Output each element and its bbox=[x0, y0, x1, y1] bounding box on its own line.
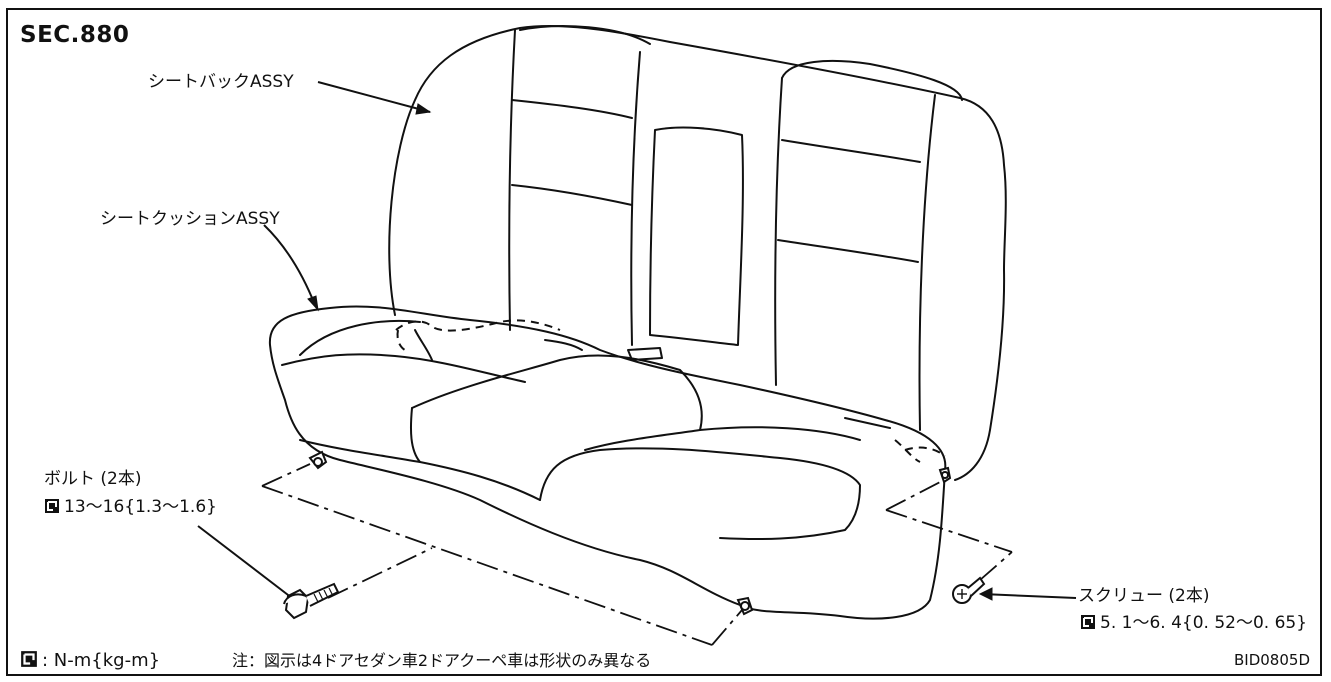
torque-units-legend: : N-m{kg-m} bbox=[20, 650, 160, 670]
figure-code: BID0805D bbox=[1234, 651, 1310, 669]
model-note: 注：図示は4ドアセダン車2ドアクーペ車は形状のみ異なる bbox=[232, 651, 652, 670]
bracket-front-right-hole bbox=[740, 601, 750, 611]
hidden-hook-right-2 bbox=[904, 446, 946, 457]
floor-line-right-2 bbox=[885, 509, 1013, 553]
floor-line-front bbox=[261, 485, 713, 646]
seat-back-seam-3 bbox=[781, 139, 921, 163]
bolt-flange bbox=[283, 593, 307, 605]
floor-line-right-3 bbox=[979, 551, 1013, 581]
floor-line-right-1 bbox=[885, 479, 945, 511]
seat-cushion-center bbox=[411, 354, 703, 431]
screw-torque-value: 5. 1〜6. 4{0. 52〜0. 65} bbox=[1100, 613, 1308, 633]
seat-back-outline bbox=[388, 24, 1007, 481]
floor-line-bolt bbox=[327, 547, 433, 599]
seat-back-seam-1 bbox=[511, 99, 633, 119]
leader-seat-back bbox=[317, 81, 431, 113]
seat-back-seam-4 bbox=[777, 239, 919, 263]
section-number: SEC.880 bbox=[20, 22, 130, 48]
figure-frame bbox=[6, 8, 1322, 676]
floor-line-left bbox=[261, 463, 311, 487]
floor-line-diag bbox=[711, 609, 743, 646]
seat-back-center-right bbox=[774, 77, 783, 386]
seat-cushion-outline bbox=[268, 305, 947, 620]
leader-screw bbox=[981, 593, 1077, 599]
seat-cushion-front-seam bbox=[299, 439, 421, 463]
belt-tab bbox=[544, 339, 583, 351]
bolt-torque-spec: 13〜16{1.3〜1.6} bbox=[44, 498, 217, 516]
arrowhead-screw bbox=[978, 587, 993, 601]
leader-seat-cushion bbox=[263, 224, 316, 306]
arrowhead-seat-back bbox=[415, 103, 432, 115]
head-bump-right bbox=[781, 60, 963, 101]
seat-cushion-right-pad bbox=[539, 447, 861, 541]
bracket-rear-right-hole bbox=[941, 471, 949, 479]
seat-cushion-right-seam bbox=[584, 426, 861, 451]
seat-cushion-left-fold bbox=[414, 329, 433, 361]
seat-cushion-left-top bbox=[299, 319, 421, 356]
torque-wrench-icon bbox=[1081, 615, 1095, 629]
bolt-torque-value: 13〜16{1.3〜1.6} bbox=[64, 497, 217, 517]
screw-label: スクリュー (2本) bbox=[1078, 586, 1210, 606]
bolt-label: ボルト (2本) bbox=[44, 469, 142, 489]
seat-back-left-panel bbox=[508, 29, 516, 331]
hidden-hook-right bbox=[894, 439, 921, 463]
torque-wrench-icon bbox=[21, 651, 37, 667]
bracket-front-left-hole bbox=[313, 457, 323, 467]
torque-wrench-icon bbox=[45, 499, 59, 513]
hidden-hook-left-2 bbox=[396, 329, 411, 353]
screw-torque-spec: 5. 1〜6. 4{0. 52〜0. 65} bbox=[1080, 614, 1307, 632]
screw-shank bbox=[967, 576, 986, 597]
hidden-hook-left bbox=[395, 319, 561, 332]
armrest-opening bbox=[649, 126, 744, 346]
seat-back-seam-2 bbox=[511, 184, 633, 206]
belt-buckle bbox=[627, 347, 663, 361]
seat-back-label: シートバックASSY bbox=[148, 72, 294, 92]
seat-cushion-center-front bbox=[410, 407, 541, 501]
seat-cushion-label: シートクッションASSY bbox=[100, 209, 280, 229]
leader-bolt bbox=[197, 525, 293, 599]
seat-back-right-edge bbox=[918, 94, 936, 431]
cushion-right-hook bbox=[844, 417, 891, 429]
arrowhead-seat-cushion bbox=[307, 295, 319, 312]
torque-units-text: : N-m{kg-m} bbox=[42, 650, 161, 671]
head-bump-left bbox=[519, 25, 651, 45]
seat-cushion-top bbox=[281, 353, 526, 383]
seat-back-center-left bbox=[630, 51, 641, 346]
bolt-shank bbox=[305, 582, 340, 607]
